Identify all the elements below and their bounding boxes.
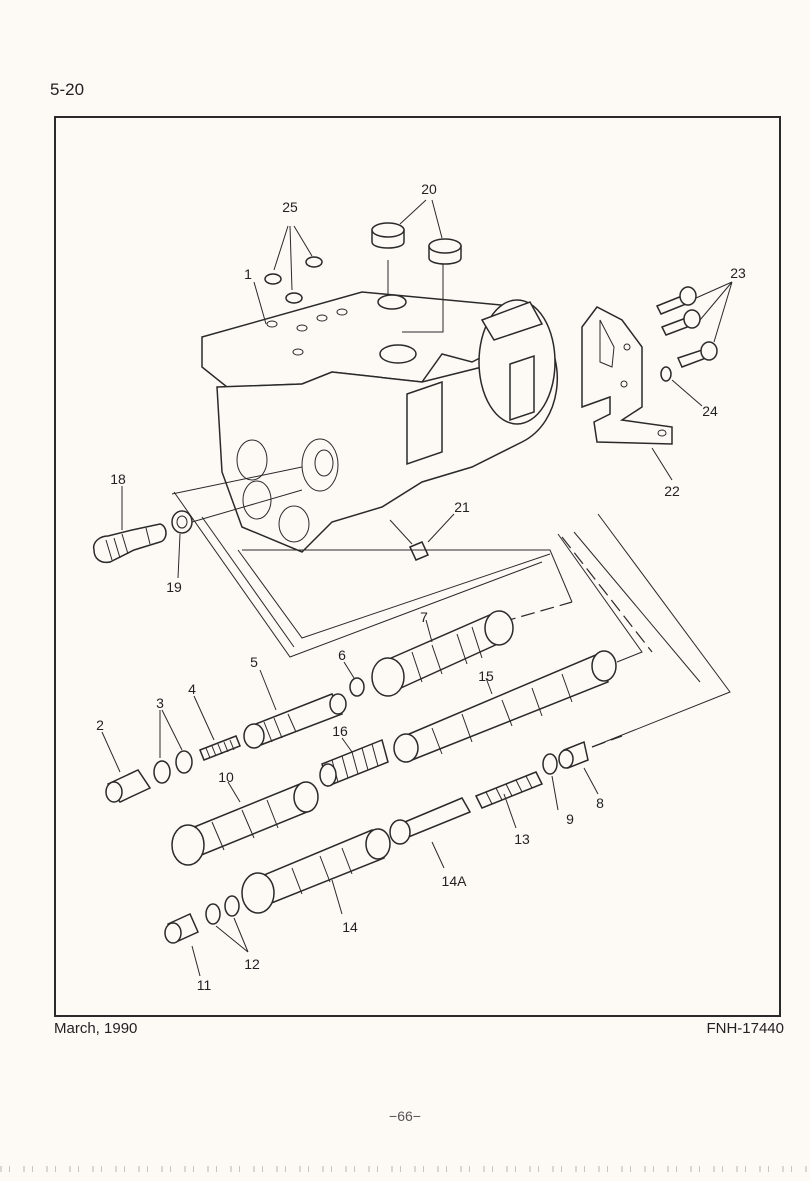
callout-9: 9 bbox=[566, 811, 574, 827]
callout-14a: 14A bbox=[442, 873, 468, 889]
plug-21 bbox=[389, 513, 455, 561]
scan-artifact bbox=[0, 1166, 810, 1172]
page-number: 5-20 bbox=[50, 80, 85, 99]
callout-2: 2 bbox=[96, 717, 104, 733]
plug-2 bbox=[101, 731, 152, 803]
washer-24 bbox=[660, 366, 703, 407]
callout-19: 19 bbox=[166, 579, 182, 595]
spool-7 bbox=[371, 610, 514, 697]
callout-15: 15 bbox=[478, 668, 494, 684]
callout-13: 13 bbox=[514, 831, 530, 847]
callout-11: 11 bbox=[197, 977, 212, 993]
spring-16 bbox=[319, 737, 389, 788]
spring-13 bbox=[474, 771, 544, 829]
callout-16: 16 bbox=[332, 723, 348, 739]
fitting-18 bbox=[92, 486, 167, 564]
callout-1: 1 bbox=[244, 266, 252, 282]
valve-body bbox=[201, 291, 559, 553]
bolt-23 bbox=[655, 281, 733, 368]
spring-4 bbox=[193, 695, 241, 761]
callout-23: 23 bbox=[730, 265, 746, 281]
seal-9 bbox=[542, 753, 559, 811]
folio: −66− bbox=[389, 1108, 421, 1124]
callout-5: 5 bbox=[250, 654, 258, 670]
callout-22: 22 bbox=[664, 483, 680, 499]
washer-set-25 bbox=[264, 225, 323, 304]
exploded-parts-diagram: 1 2 3 4 5 6 7 8 9 10 11 12 13 14 14A 15 … bbox=[92, 181, 746, 993]
o-ring-12 bbox=[205, 895, 249, 953]
plug-8 bbox=[558, 740, 599, 795]
callout-14: 14 bbox=[342, 919, 358, 935]
cap-20 bbox=[371, 199, 462, 265]
callout-10: 10 bbox=[218, 769, 234, 785]
seal-6 bbox=[343, 661, 365, 697]
seal-19 bbox=[171, 510, 193, 579]
callout-12: 12 bbox=[244, 956, 260, 972]
callout-18: 18 bbox=[110, 471, 126, 487]
callout-24: 24 bbox=[702, 403, 718, 419]
callout-21: 21 bbox=[454, 499, 470, 515]
spool-15 bbox=[393, 650, 617, 763]
diagram-frame: 1 2 3 4 5 6 7 8 9 10 11 12 13 14 14A 15 … bbox=[54, 116, 781, 1017]
spool-10 bbox=[171, 781, 319, 866]
piston-14a bbox=[389, 797, 472, 869]
bracket-22 bbox=[581, 306, 673, 445]
footer-date: March, 1990 bbox=[54, 1020, 138, 1037]
callout-3: 3 bbox=[156, 695, 164, 711]
callout-25: 25 bbox=[282, 199, 298, 215]
callout-4: 4 bbox=[188, 681, 196, 697]
callout-8: 8 bbox=[596, 795, 604, 811]
bore-outline bbox=[173, 491, 731, 748]
plug-11 bbox=[164, 913, 201, 977]
callout-6: 6 bbox=[338, 647, 346, 663]
o-ring-3 bbox=[153, 709, 193, 784]
callout-20: 20 bbox=[421, 181, 437, 197]
footer-code: FNH-17440 bbox=[706, 1020, 784, 1037]
spool-5 bbox=[243, 669, 347, 749]
spool-14 bbox=[241, 828, 391, 915]
callout-7: 7 bbox=[420, 609, 428, 625]
